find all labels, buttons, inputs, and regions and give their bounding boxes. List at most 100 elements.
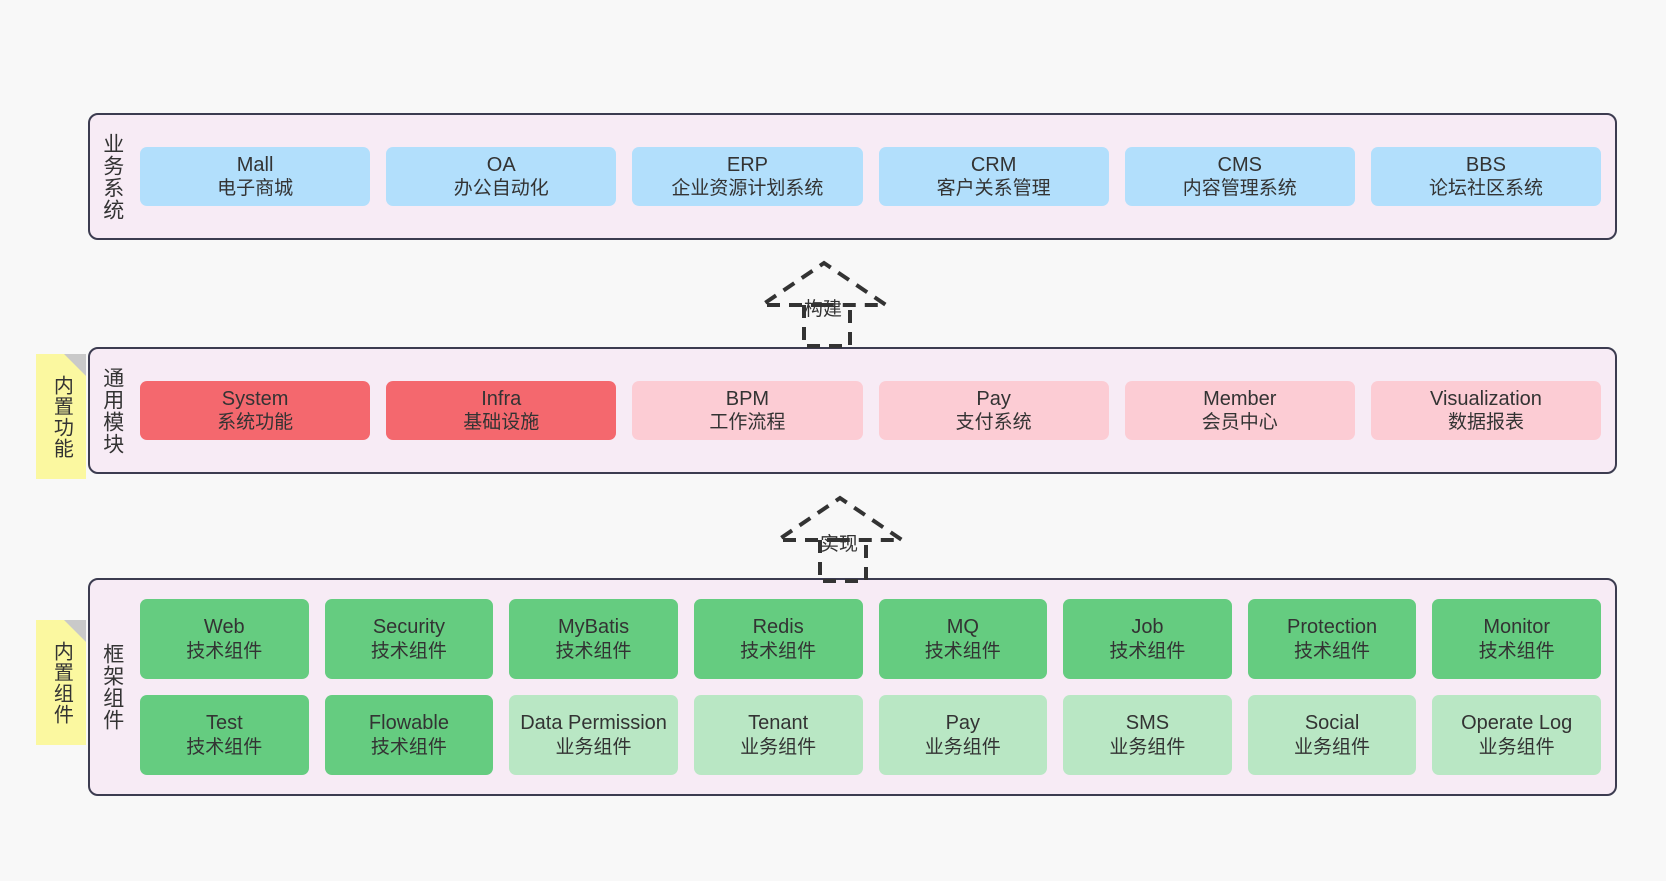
card-subtitle: 技术组件	[370, 640, 447, 662]
card-social[interactable]: Social 业务组件	[1247, 695, 1417, 775]
note-fold-icon	[64, 620, 86, 642]
card-title: BPM	[725, 387, 770, 410]
card-crm[interactable]: CRM 客户关系管理	[878, 146, 1109, 207]
card-title: Visualization	[1429, 387, 1542, 410]
card-subtitle: 技术组件	[555, 640, 632, 662]
card-security[interactable]: Security 技术组件	[324, 599, 494, 679]
card-subtitle: 业务组件	[1478, 736, 1555, 758]
card-flowable[interactable]: Flowable 技术组件	[324, 695, 494, 775]
card-subtitle: 技术组件	[370, 736, 447, 758]
card-bpm[interactable]: BPM 工作流程	[632, 380, 863, 441]
card-test[interactable]: Test 技术组件	[140, 695, 309, 775]
card-subtitle: 业务组件	[1294, 736, 1371, 758]
card-subtitle: 企业资源计划系统	[671, 178, 824, 200]
card-visualization[interactable]: Visualization 数据报表	[1370, 380, 1602, 441]
card-subtitle: 支付系统	[955, 412, 1032, 434]
layer-title-framework-component: 框架组件	[100, 643, 124, 731]
layer-body-common-module: System 系统功能 Infra 基础设施 BPM 工作流程 Pay 支付系统…	[134, 349, 1615, 472]
card-data-permission[interactable]: Data Permission 业务组件	[509, 695, 678, 775]
card-erp[interactable]: ERP 企业资源计划系统	[632, 146, 863, 207]
note-label: 内置组件	[50, 640, 73, 725]
note-builtin-function: 内置功能	[36, 354, 86, 479]
layer-body-framework-component: Web 技术组件 Security 技术组件 MyBatis 技术组件 Redi…	[134, 580, 1615, 794]
layer-business-system: 业务系统 Mall 电子商城 OA 办公自动化 ERP 企业资源计划系统 CRM…	[88, 113, 1617, 240]
card-row: Test 技术组件 Flowable 技术组件 Data Permission …	[140, 695, 1601, 775]
card-mq[interactable]: MQ 技术组件	[878, 599, 1048, 679]
card-title: CRM	[970, 153, 1017, 176]
card-operate-log[interactable]: Operate Log 业务组件	[1432, 695, 1601, 775]
card-subtitle: 业务组件	[555, 736, 632, 758]
card-system[interactable]: System 系统功能	[140, 380, 371, 441]
card-title: Social	[1304, 712, 1360, 735]
note-fold-icon	[64, 354, 86, 376]
card-subtitle: 业务组件	[740, 736, 817, 758]
card-subtitle: 数据报表	[1447, 412, 1524, 434]
connector-build: 构建	[755, 258, 898, 348]
card-subtitle: 工作流程	[709, 412, 786, 434]
card-member[interactable]: Member 会员中心	[1124, 380, 1355, 441]
card-title: Job	[1131, 616, 1164, 639]
card-title: Data Permission	[520, 712, 667, 735]
card-title: BBS	[1465, 153, 1506, 176]
card-title: System	[221, 387, 289, 410]
card-tenant[interactable]: Tenant 业务组件	[693, 695, 863, 775]
card-subtitle: 业务组件	[1109, 736, 1186, 758]
card-title: OA	[486, 153, 516, 176]
card-subtitle: 技术组件	[1109, 640, 1186, 662]
card-subtitle: 办公自动化	[453, 178, 549, 200]
card-title: Operate Log	[1461, 712, 1573, 735]
card-subtitle: 客户关系管理	[936, 178, 1051, 200]
card-title: MQ	[946, 616, 979, 639]
card-infra[interactable]: Infra 基础设施	[386, 380, 617, 441]
card-sms[interactable]: SMS 业务组件	[1063, 695, 1232, 775]
card-title: Tenant	[748, 712, 809, 735]
card-title: Infra	[481, 387, 522, 410]
layer-title-business-system: 业务系统	[100, 132, 124, 221]
card-title: SMS	[1125, 712, 1170, 735]
card-title: Protection	[1287, 616, 1378, 639]
connector-label-build: 构建	[804, 299, 843, 320]
card-cms[interactable]: CMS 内容管理系统	[1124, 146, 1355, 207]
card-title: CMS	[1217, 153, 1262, 176]
card-subtitle: 会员中心	[1201, 412, 1278, 434]
card-subtitle: 技术组件	[1294, 640, 1371, 662]
card-title: Security	[372, 616, 446, 639]
card-oa[interactable]: OA 办公自动化	[386, 146, 617, 207]
card-subtitle: 技术组件	[924, 640, 1001, 662]
card-mybatis[interactable]: MyBatis 技术组件	[509, 599, 678, 679]
card-title: Pay	[945, 712, 981, 735]
card-web[interactable]: Web 技术组件	[140, 599, 309, 679]
card-subtitle: 基础设施	[463, 412, 540, 434]
card-subtitle: 业务组件	[924, 736, 1001, 758]
card-monitor[interactable]: Monitor 技术组件	[1432, 599, 1601, 679]
layer-framework-component: 框架组件 Web 技术组件 Security 技术组件 MyBatis 技术组件…	[88, 578, 1617, 796]
card-subtitle: 系统功能	[217, 412, 294, 434]
note-label: 内置功能	[50, 374, 73, 459]
connector-implement: 实现	[771, 493, 914, 583]
card-pay-component[interactable]: Pay 业务组件	[878, 695, 1048, 775]
card-subtitle: 论坛社区系统	[1428, 178, 1543, 200]
card-subtitle: 电子商城	[217, 178, 294, 200]
card-title: Monitor	[1483, 616, 1551, 639]
card-row: System 系统功能 Infra 基础设施 BPM 工作流程 Pay 支付系统…	[140, 380, 1602, 441]
card-redis[interactable]: Redis 技术组件	[693, 599, 863, 679]
layer-common-module: 通用模块 System 系统功能 Infra 基础设施 BPM 工作流程 Pay…	[88, 347, 1617, 474]
card-mall[interactable]: Mall 电子商城	[140, 146, 371, 207]
card-subtitle: 技术组件	[186, 640, 263, 662]
layer-body-business-system: Mall 电子商城 OA 办公自动化 ERP 企业资源计划系统 CRM 客户关系…	[134, 115, 1615, 238]
card-pay-module[interactable]: Pay 支付系统	[878, 380, 1109, 441]
card-title: Member	[1203, 387, 1277, 410]
card-title: Flowable	[368, 712, 449, 735]
layer-title-common-module: 通用模块	[100, 366, 124, 455]
card-title: Pay	[976, 387, 1011, 410]
card-subtitle: 技术组件	[186, 736, 263, 758]
note-builtin-component: 内置组件	[36, 620, 86, 745]
card-job[interactable]: Job 技术组件	[1063, 599, 1232, 679]
card-subtitle: 内容管理系统	[1182, 178, 1297, 200]
card-title: MyBatis	[558, 616, 630, 639]
card-bbs[interactable]: BBS 论坛社区系统	[1370, 146, 1602, 207]
card-title: Mall	[236, 153, 274, 176]
card-subtitle: 技术组件	[1478, 640, 1555, 662]
card-title: Redis	[752, 616, 804, 639]
card-protection[interactable]: Protection 技术组件	[1247, 599, 1417, 679]
